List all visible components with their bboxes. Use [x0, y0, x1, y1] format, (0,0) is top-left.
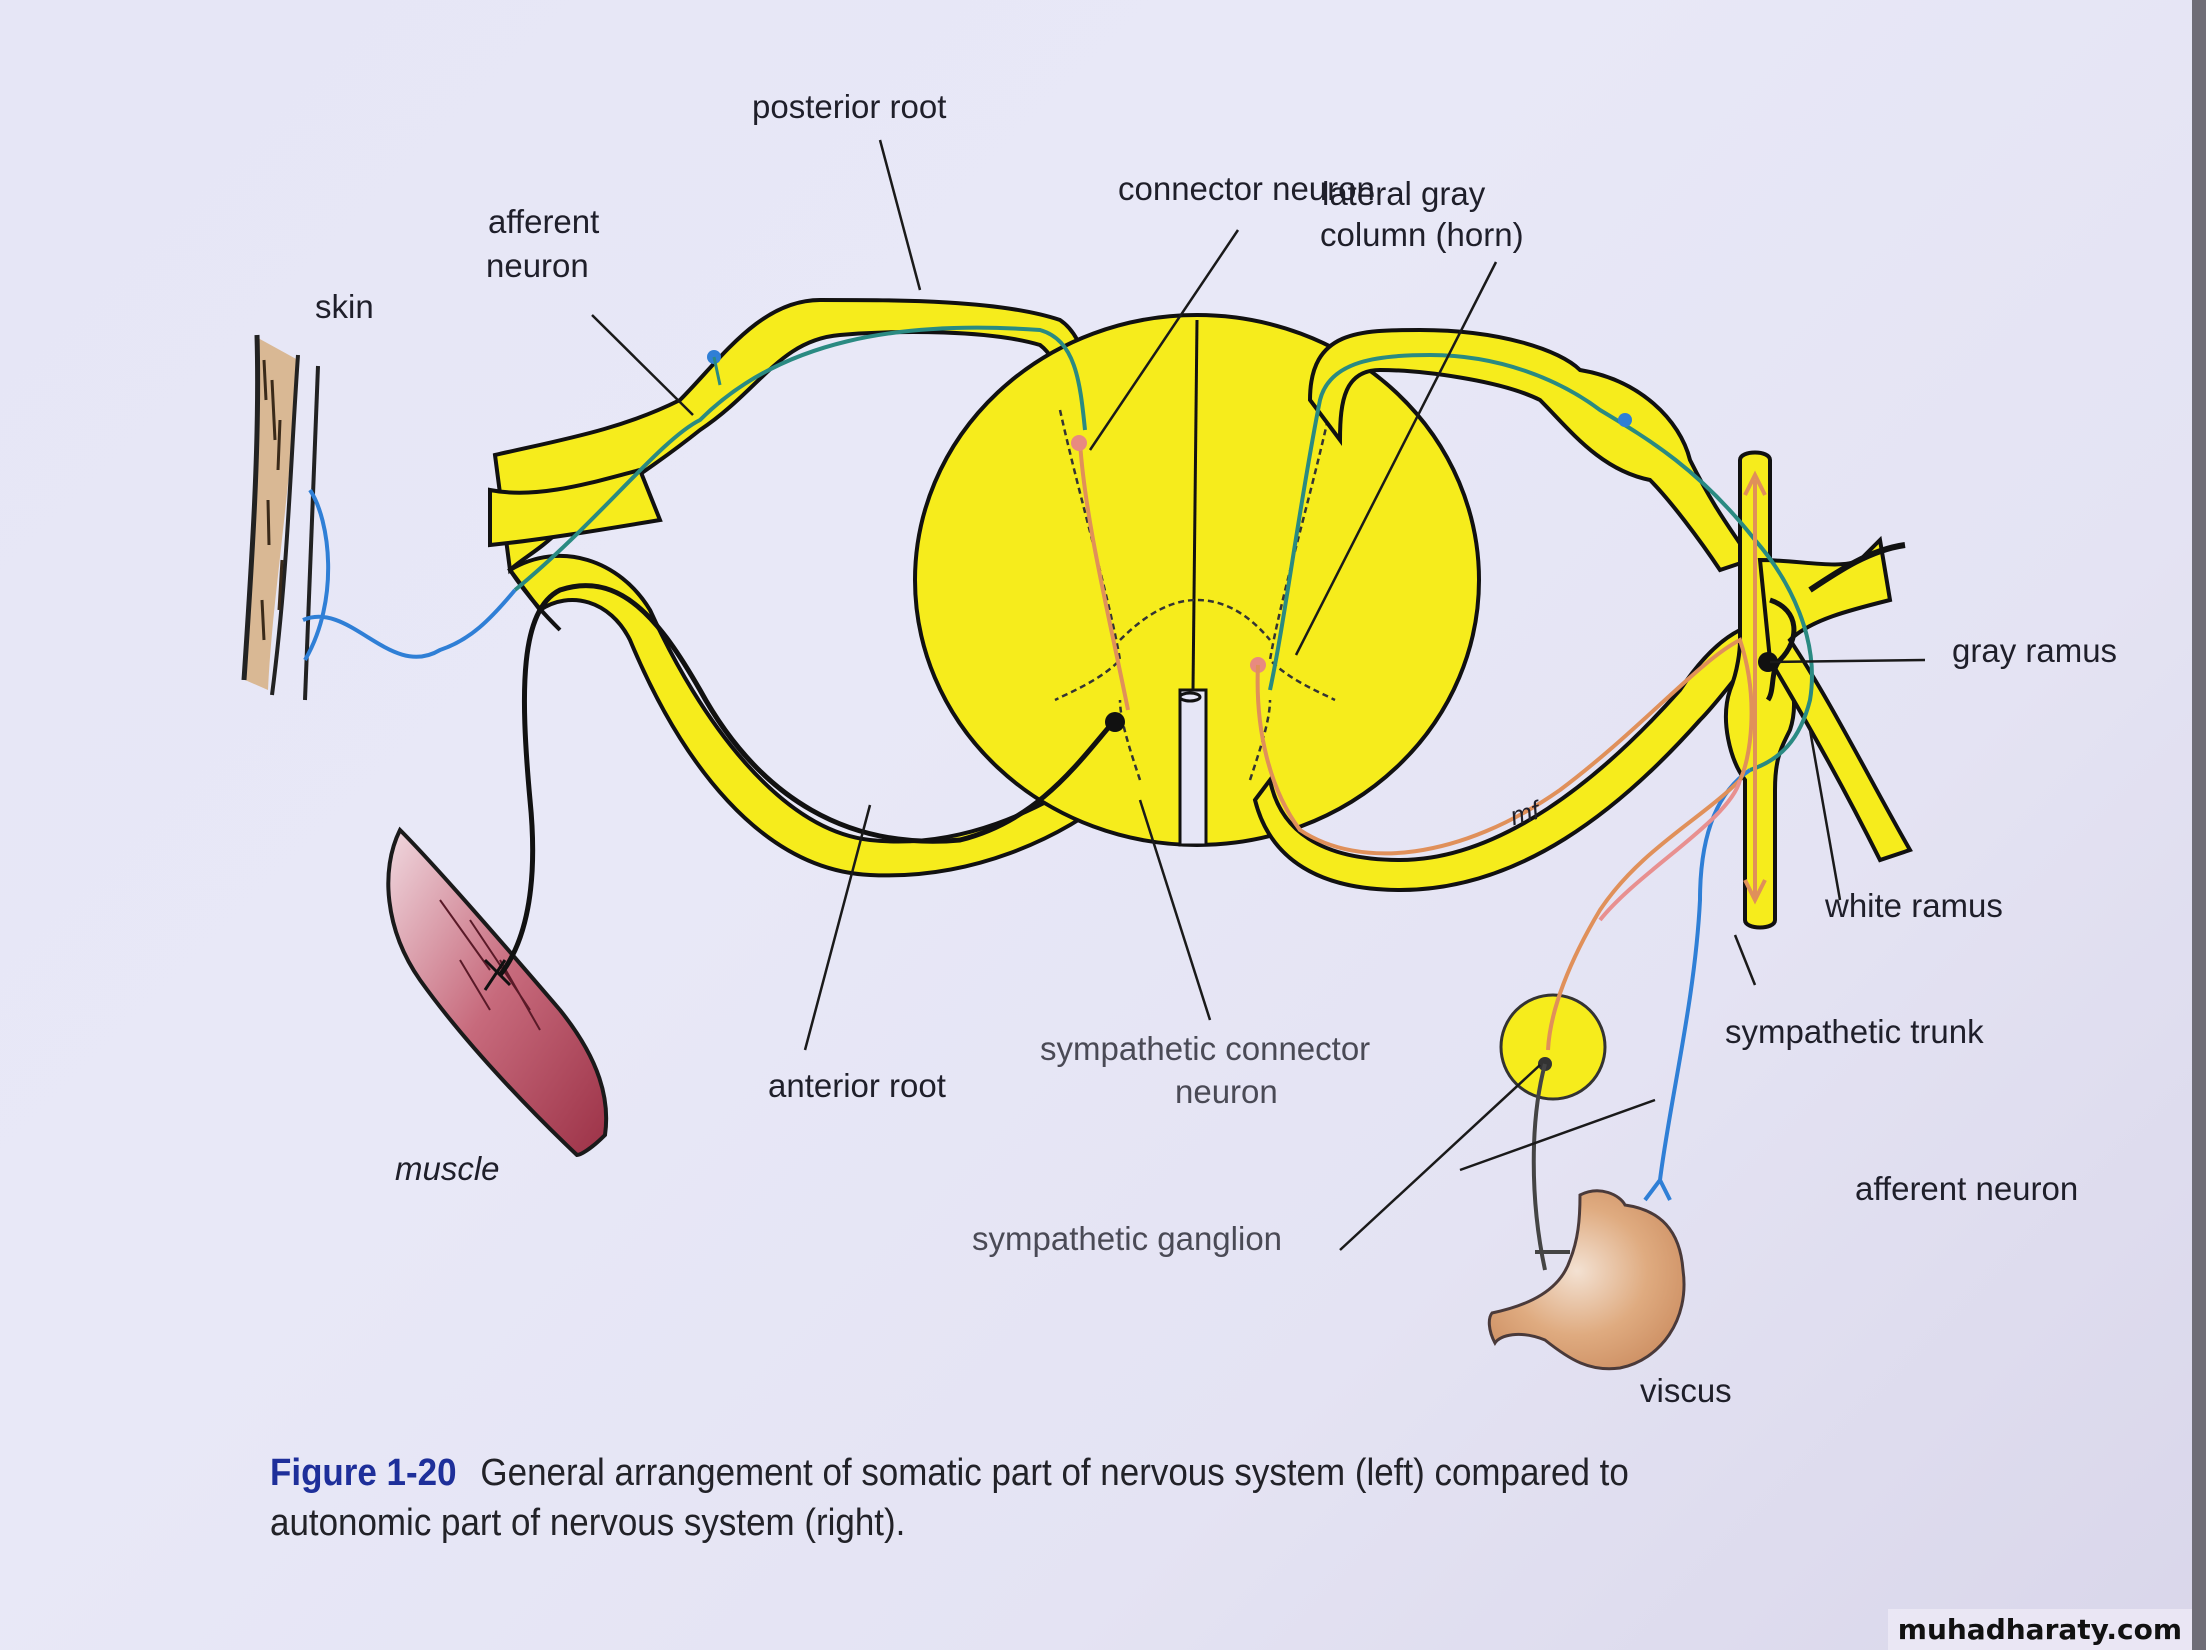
leader-lines: [591, 139, 1926, 1251]
figure-caption: Figure 1-20 General arrangement of somati…: [270, 1448, 1880, 1548]
caption-line2: autonomic part of nervous system (right)…: [270, 1502, 906, 1544]
label-afferent-neuron-line1: afferent: [488, 203, 599, 240]
label-anterior-root: anterior root: [768, 1067, 946, 1104]
page-edge-shadow: [2192, 0, 2206, 1650]
watermark: muhadharaty.com: [1887, 1609, 2192, 1650]
nerve-fibers: [302, 325, 1814, 1271]
label-lateral-gray-line1: lateral gray: [1322, 175, 1486, 212]
label-sympathetic-ganglion: sympathetic ganglion: [972, 1220, 1282, 1257]
muscle-tissue: [386, 826, 609, 1158]
label-connector-neuron: connector neuron: [1118, 170, 1375, 207]
label-sympathetic-trunk: sympathetic trunk: [1725, 1013, 1984, 1050]
viscus-stomach: [1487, 1189, 1686, 1371]
label-lateral-gray-line2: column (horn): [1320, 216, 1524, 253]
label-gray-ramus: gray ramus: [1952, 632, 2117, 669]
label-viscus: viscus: [1640, 1372, 1732, 1409]
label-afferent-neuron-line2: neuron: [486, 247, 589, 284]
skin-tissue: [241, 334, 320, 701]
label-skin: skin: [315, 288, 374, 325]
label-afferent-neuron-right: afferent neuron: [1855, 1170, 2078, 1207]
label-white-ramus: white ramus: [1824, 887, 2003, 924]
spinal-cord: [913, 313, 1481, 847]
label-posterior-root: posterior root: [752, 88, 946, 125]
label-sympathetic-connector-line2: neuron: [1175, 1073, 1278, 1110]
label-muscle: muscle: [395, 1150, 500, 1187]
label-sympathetic-connector-line1: sympathetic connector: [1040, 1030, 1370, 1067]
caption-line1: General arrangement of somatic part of n…: [480, 1452, 1629, 1494]
figure-number: Figure 1-20: [270, 1452, 457, 1494]
